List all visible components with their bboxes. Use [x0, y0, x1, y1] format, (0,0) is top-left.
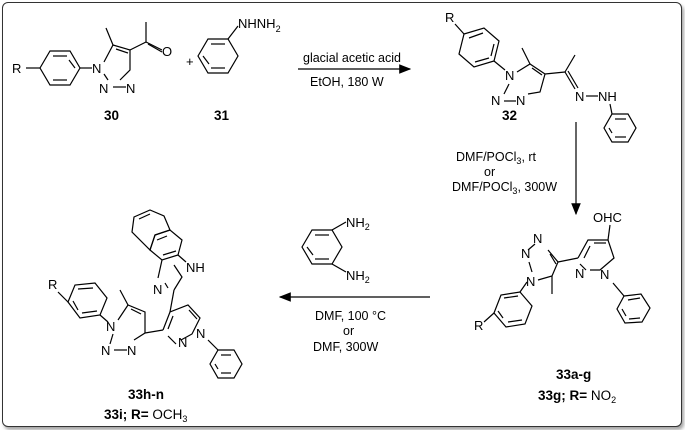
- atom-n-bzim: N: [153, 282, 162, 297]
- cond-step3-line1: DMF, 100 °C: [315, 309, 386, 323]
- atom-n-32a: N: [505, 68, 514, 83]
- atom-n-33h3: N: [127, 343, 136, 358]
- label-33a-g: 33a-g: [556, 367, 591, 382]
- compound-31: NHNH2: [197, 16, 281, 74]
- atom-r: R: [12, 61, 21, 76]
- atom-n-32c: N: [516, 93, 525, 108]
- atom-n1: N: [92, 61, 101, 76]
- group-nh2-b: NH2: [346, 268, 370, 285]
- atom-n-33e: N: [575, 266, 584, 281]
- label-31: 31: [214, 108, 230, 123]
- atom-n3: N: [126, 81, 135, 96]
- group-nh2-a: NH2: [346, 215, 370, 232]
- atom-o: O: [162, 44, 172, 59]
- reagent-o-phenylenediamine: NH2 NH2: [301, 215, 370, 285]
- atom-n-32b: N: [491, 93, 500, 108]
- compound-33a-g: R N N N N N OHC: [474, 210, 651, 333]
- cond-step1-top: glacial acetic acid: [303, 51, 401, 65]
- label-32: 32: [502, 108, 517, 123]
- label-33i: 33i; R= OCH3: [104, 407, 187, 424]
- atom-r-32: R: [445, 10, 454, 25]
- atom-n2: N: [99, 81, 108, 96]
- atom-r-33hn: R: [48, 277, 57, 292]
- group-nhnh2: NHNH2: [238, 16, 281, 34]
- cond-step3-line3: DMF, 300W: [313, 340, 378, 354]
- label-30: 30: [104, 108, 119, 123]
- atom-nh-32: NH: [598, 89, 617, 104]
- atom-n-33a: N: [526, 274, 535, 289]
- group-ohc: OHC: [593, 210, 622, 225]
- label-33h-n: 33h-n: [128, 387, 164, 402]
- atom-n-33b: N: [521, 246, 530, 261]
- atom-r-33ag: R: [474, 318, 483, 333]
- atom-n-32d: N: [575, 89, 584, 104]
- atom-n-33h1: N: [106, 319, 115, 334]
- cond-step3-or: or: [343, 324, 354, 338]
- atom-n-33h2: N: [101, 343, 110, 358]
- compound-33h-n: R N N N N N N NH: [48, 209, 243, 379]
- atom-n-33c: N: [533, 231, 542, 246]
- cond-step2-line3: DMF/POCl3, 300W: [452, 180, 557, 196]
- compound-30: R N N N O: [12, 22, 172, 96]
- compound-32: R N N N N NH: [445, 10, 637, 143]
- label-33g: 33g; R= NO2: [538, 388, 616, 405]
- cond-step2-line1: DMF/POCl3, rt: [456, 150, 537, 166]
- atom-nh-bzim: NH: [186, 260, 205, 275]
- atom-n-33h5: N: [196, 326, 205, 341]
- atom-n-33h4: N: [178, 335, 187, 350]
- cond-step1-bottom: EtOH, 180 W: [310, 75, 384, 89]
- atom-n-33d: N: [600, 267, 609, 282]
- plus-sign: +: [186, 54, 194, 69]
- cond-step2-or: or: [484, 165, 495, 179]
